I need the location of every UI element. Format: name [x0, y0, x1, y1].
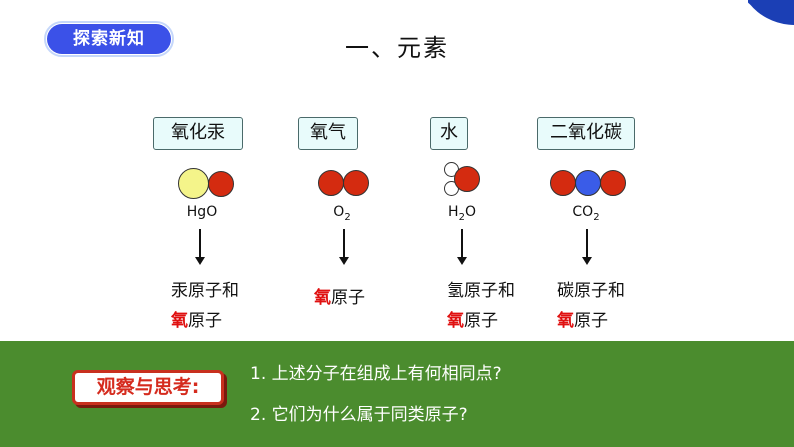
formula-water: H2O	[448, 204, 476, 223]
result-mercury-oxide: 汞原子和 氧原子	[171, 281, 239, 331]
section-badge: 探索新知	[44, 21, 174, 57]
label-carbon-dioxide: 二氧化碳	[537, 117, 635, 150]
result-water: 氢原子和 氧原子	[447, 281, 515, 331]
model-mercury-oxide	[178, 168, 236, 199]
result-carbon-dioxide: 碳原子和 氧原子	[557, 281, 625, 331]
mercury-atom	[178, 168, 209, 199]
arrow-down-4	[582, 229, 592, 265]
oxygen-atom	[454, 166, 480, 192]
oxygen-atom	[208, 171, 234, 197]
oxygen-atom	[550, 170, 576, 196]
label-oxygen: 氧气	[298, 117, 358, 150]
arrow-down-1	[195, 229, 205, 265]
observe-think-label: 观察与思考:	[72, 370, 224, 405]
arrow-down-3	[457, 229, 467, 265]
model-oxygen	[318, 170, 372, 198]
label-mercury-oxide: 氧化汞	[153, 117, 243, 150]
arrow-down-2	[339, 229, 349, 265]
formula-oxygen: O2	[333, 204, 351, 223]
model-water	[444, 162, 484, 198]
label-water: 水	[430, 117, 468, 150]
formula-carbon-dioxide: CO2	[572, 204, 600, 223]
carbon-atom	[575, 170, 601, 196]
page-title: 一、元素	[345, 34, 449, 62]
question-2: 2. 它们为什么属于同类原子?	[250, 405, 468, 425]
model-carbon-dioxide	[550, 170, 630, 198]
oxygen-atom	[318, 170, 344, 196]
oxygen-atom	[343, 170, 369, 196]
result-oxygen: 氧原子	[314, 288, 365, 308]
oxygen-atom	[600, 170, 626, 196]
formula-mercury-oxide: HgO	[186, 204, 218, 220]
question-1: 1. 上述分子在组成上有何相同点?	[250, 364, 502, 384]
